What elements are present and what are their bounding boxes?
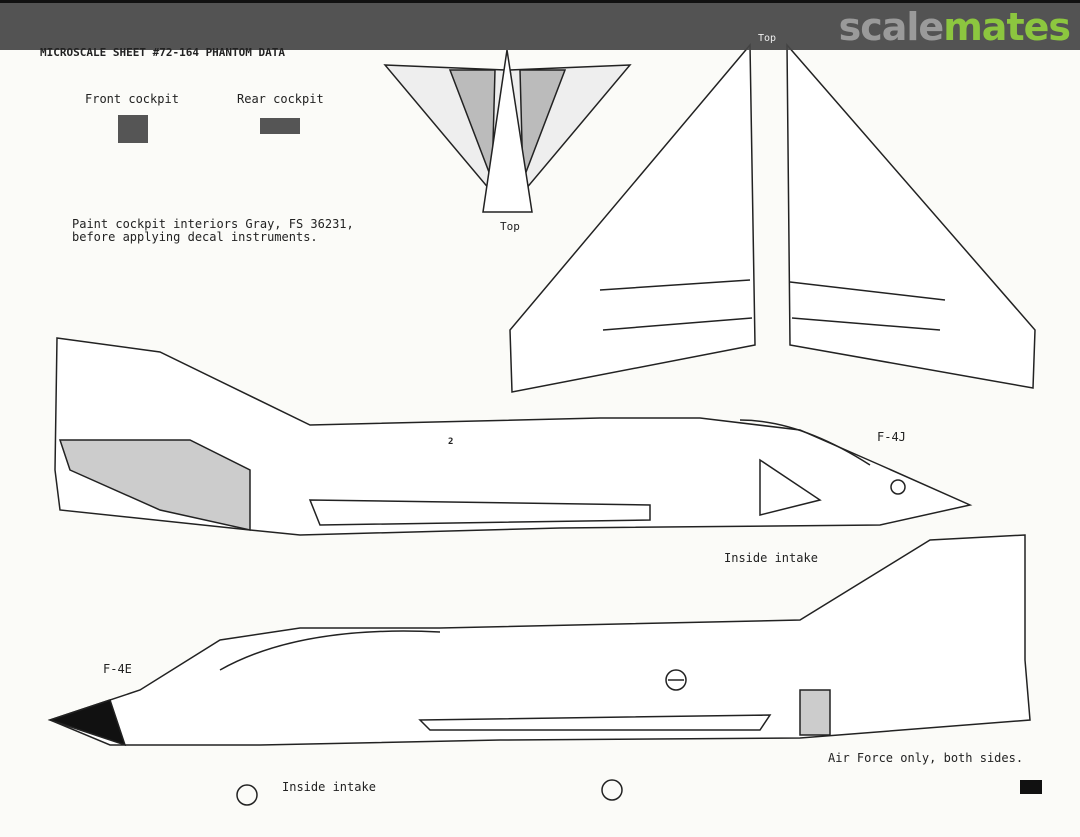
top-label-small: Top xyxy=(500,220,520,233)
rear-cockpit-label: Rear cockpit xyxy=(237,92,324,106)
small-top-view-wing xyxy=(383,49,632,213)
paint-note-line-1: Paint cockpit interiors Gray, FS 36231, xyxy=(72,217,354,231)
sheet-title: MICROSCALE SHEET #72-164 PHANTOM DATA xyxy=(40,46,286,59)
microscale-logo-icon xyxy=(1020,780,1042,794)
rear-cockpit-decals xyxy=(260,118,300,134)
front-cockpit-label: Front cockpit xyxy=(85,92,179,106)
inside-intake-label-f4j: Inside intake xyxy=(724,551,818,565)
f4j-side-view xyxy=(54,337,973,536)
air-force-note: Air Force only, both sides. xyxy=(828,751,1024,765)
inside-intake-label-f4e: Inside intake xyxy=(282,780,376,794)
stencil-number: 2 xyxy=(448,437,454,447)
top-label-large: Top xyxy=(758,33,777,44)
paint-note-line-2: before applying decal instruments. xyxy=(72,230,318,244)
f4e-label: F-4E xyxy=(103,662,132,676)
large-top-view-wing xyxy=(509,42,1036,393)
f4e-side-view xyxy=(47,534,1031,806)
front-cockpit-decals xyxy=(118,115,148,143)
scalemates-logo: scalemates xyxy=(838,5,1071,49)
f4j-label: F-4J xyxy=(877,430,906,444)
watermark-banner: scalemates xyxy=(0,0,1080,50)
